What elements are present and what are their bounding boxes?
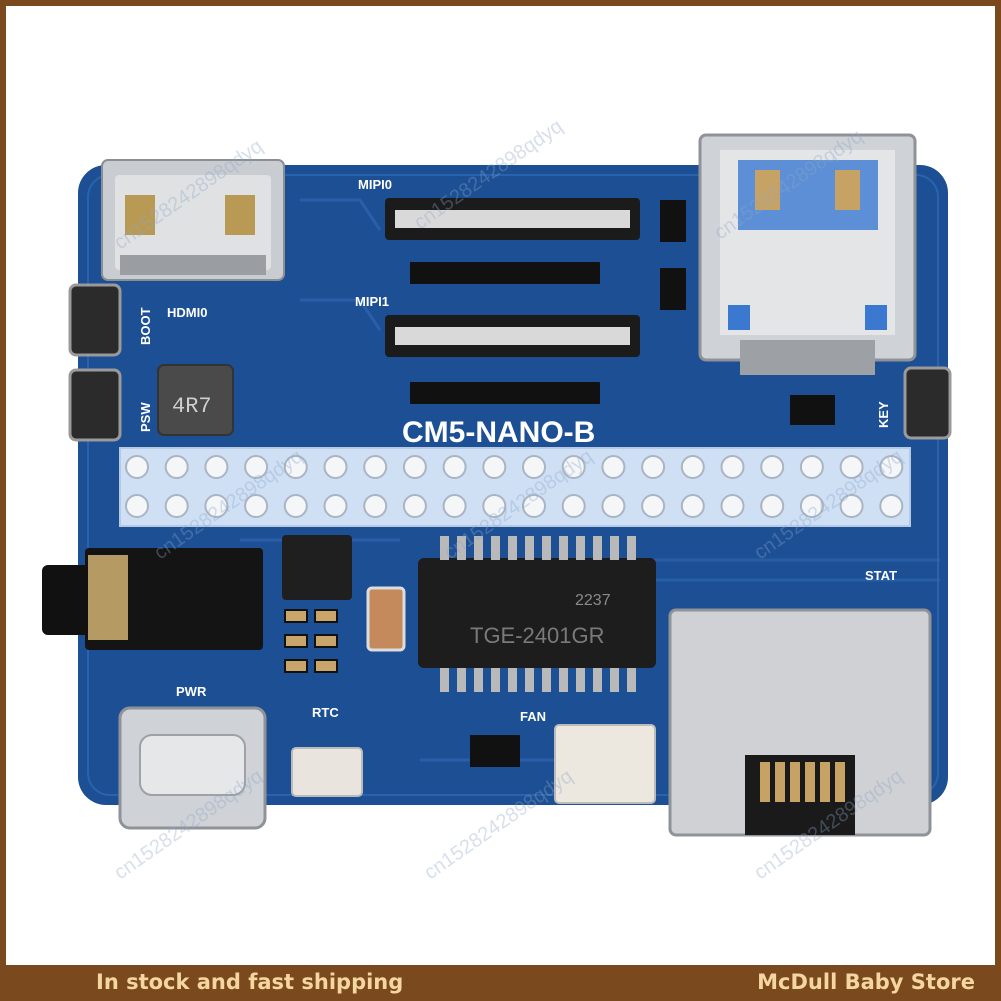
label-key: KEY bbox=[876, 401, 891, 428]
transformer-pin bbox=[627, 668, 636, 692]
gpio-pin bbox=[402, 455, 427, 479]
transformer-pin bbox=[627, 536, 636, 560]
gpio-pin bbox=[323, 455, 348, 479]
gpio-pin bbox=[204, 455, 229, 479]
boot-button bbox=[68, 283, 122, 357]
mipi0-connector bbox=[385, 198, 640, 284]
gpio-pin bbox=[482, 455, 507, 479]
fan-connector bbox=[554, 724, 656, 804]
transformer-pin bbox=[525, 668, 534, 692]
gpio-pin bbox=[323, 494, 348, 518]
usb-a-connector bbox=[698, 133, 917, 375]
board-model-label: CM5-NANO-B bbox=[402, 416, 595, 449]
key-button bbox=[903, 366, 952, 440]
mipi1-connector bbox=[385, 315, 640, 404]
transformer-pin bbox=[593, 536, 602, 560]
gpio-header bbox=[119, 447, 911, 527]
gpio-pin bbox=[680, 494, 705, 518]
transformer-pin bbox=[610, 668, 619, 692]
gpio-pin bbox=[244, 494, 269, 518]
inductor-marking: 4R7 bbox=[172, 394, 212, 419]
chip-marking-2: TGE-2401GR bbox=[470, 623, 605, 648]
transformer-pin bbox=[508, 668, 517, 692]
transformer-pin bbox=[474, 536, 483, 560]
gpio-pin bbox=[283, 455, 308, 479]
transformer-pin bbox=[525, 536, 534, 560]
inductor bbox=[157, 364, 234, 436]
gpio-pin bbox=[125, 455, 149, 479]
gpio-pin bbox=[760, 494, 785, 518]
gpio-pin bbox=[799, 494, 824, 518]
gpio-pin bbox=[125, 494, 149, 518]
label-mipi0: MIPI0 bbox=[358, 177, 392, 192]
gpio-pin bbox=[204, 494, 229, 518]
gpio-pin bbox=[601, 455, 626, 479]
gpio-pin bbox=[442, 455, 467, 479]
gpio-pin bbox=[680, 455, 705, 479]
label-psw: PSW bbox=[138, 402, 153, 432]
gpio-pin bbox=[363, 494, 388, 518]
transformer-pin bbox=[491, 668, 500, 692]
store-footer: In stock and fast shipping McDull Baby S… bbox=[0, 965, 1001, 1001]
gpio-pin bbox=[164, 455, 189, 479]
transformer-pin bbox=[610, 536, 619, 560]
gpio-pin bbox=[641, 494, 666, 518]
chip-marking-1: 2237 bbox=[575, 592, 611, 609]
label-fan: FAN bbox=[520, 709, 546, 724]
hdmi-connector bbox=[101, 159, 285, 281]
transformer-pin bbox=[576, 668, 585, 692]
label-mipi1: MIPI1 bbox=[355, 294, 389, 309]
transformer-pin bbox=[457, 668, 466, 692]
gpio-pin bbox=[244, 455, 269, 479]
gpio-pin bbox=[522, 455, 546, 479]
gpio-pin bbox=[879, 494, 904, 518]
transformer-pin bbox=[457, 536, 466, 560]
gpio-pin bbox=[720, 494, 745, 518]
gpio-pin bbox=[561, 494, 586, 518]
gpio-pin bbox=[839, 494, 864, 518]
gpio-pin bbox=[839, 455, 864, 479]
gpio-pin bbox=[442, 494, 467, 518]
ethernet-jack bbox=[668, 608, 932, 837]
gpio-pin bbox=[522, 494, 546, 518]
gpio-pin bbox=[402, 494, 427, 518]
gpio-pin bbox=[760, 455, 785, 479]
gpio-pin bbox=[482, 494, 507, 518]
transformer-pin bbox=[474, 668, 483, 692]
qfn-chip bbox=[282, 535, 352, 600]
audio-jack bbox=[42, 548, 263, 650]
gpio-pin bbox=[561, 455, 586, 479]
store-name: McDull Baby Store bbox=[757, 970, 975, 994]
ethernet-transformer bbox=[418, 536, 656, 692]
gpio-pin bbox=[601, 494, 626, 518]
product-photo: MIPI0 MIPI1 HDMI0 BOOT PSW KEY CM5-NANO-… bbox=[42, 115, 952, 884]
label-boot: BOOT bbox=[138, 307, 153, 345]
gpio-pin bbox=[799, 455, 824, 479]
label-stat: STAT bbox=[865, 568, 897, 583]
label-hdmi0: HDMI0 bbox=[167, 305, 207, 320]
transformer-pin bbox=[559, 536, 568, 560]
transformer-pin bbox=[542, 536, 551, 560]
transformer-pin bbox=[593, 668, 602, 692]
gpio-pin bbox=[720, 455, 745, 479]
transformer-pin bbox=[542, 668, 551, 692]
transformer-pin bbox=[559, 668, 568, 692]
transformer-pin bbox=[491, 536, 500, 560]
transformer-pin bbox=[576, 536, 585, 560]
usb-c-connector bbox=[118, 706, 267, 830]
gpio-pin bbox=[164, 494, 189, 518]
rtc-connector bbox=[291, 747, 363, 797]
label-rtc: RTC bbox=[312, 705, 339, 720]
label-pwr: PWR bbox=[176, 684, 207, 699]
transformer-pin bbox=[440, 536, 449, 560]
gpio-pin bbox=[879, 455, 904, 479]
shipping-note: In stock and fast shipping bbox=[96, 970, 404, 994]
gpio-pin bbox=[283, 494, 308, 518]
transformer-pin bbox=[508, 536, 517, 560]
gpio-pin bbox=[363, 455, 388, 479]
psw-button bbox=[68, 368, 122, 442]
transformer-pin bbox=[440, 668, 449, 692]
gpio-pin bbox=[641, 455, 666, 479]
